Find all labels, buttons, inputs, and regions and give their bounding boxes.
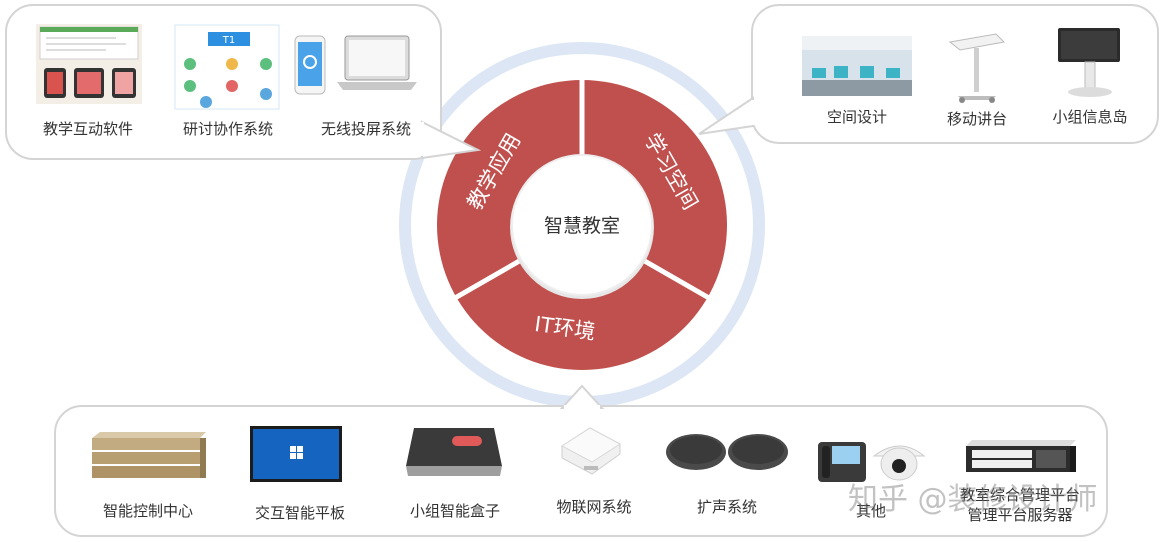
group-box-image [406, 428, 502, 476]
management-server-image [966, 440, 1076, 472]
interactive-panel-image [250, 426, 342, 482]
item-interactive-panel: 交互智能平板 [240, 424, 360, 524]
group-island-image [1058, 28, 1120, 97]
collaboration-badge: T1 [222, 35, 235, 46]
hub-circle [511, 154, 653, 296]
control-center-image [92, 432, 206, 478]
audio-system-image [666, 434, 788, 470]
item-label: 空间设计 [826, 108, 887, 126]
item-others: 其他 [812, 424, 930, 524]
item-control-center: 智能控制中心 [84, 424, 212, 524]
item-collaboration-system: T1 研讨协作系统 [168, 22, 288, 140]
space-design-image [802, 36, 912, 96]
item-label: 智能控制中心 [102, 502, 193, 520]
item-audio-system: 扩声系统 [662, 420, 792, 520]
item-label: 管理平台服务器 [967, 506, 1073, 524]
item-label: 小组智能盒子 [409, 502, 500, 520]
item-management-server: 教室综合管理平台 管理平台服务器 [950, 424, 1090, 528]
mobile-podium-image [948, 33, 1006, 103]
item-label: 移动讲台 [946, 110, 1007, 128]
item-label: 教学互动软件 [42, 120, 133, 138]
item-label: 其他 [855, 502, 886, 520]
item-group-box: 小组智能盒子 [396, 424, 514, 524]
item-wireless-projection: 无线投屏系统 [294, 22, 427, 140]
item-label: 小组信息岛 [1052, 108, 1128, 126]
teaching-software-image [36, 24, 142, 104]
item-teaching-software: 教学互动软件 [28, 22, 148, 140]
item-label: 无线投屏系统 [320, 120, 411, 138]
panel-it-environment [54, 405, 1108, 537]
wireless-projection-image [294, 35, 417, 95]
item-mobile-podium: 移动讲台 [934, 30, 1020, 130]
item-label: 教室综合管理平台 [959, 486, 1080, 504]
item-iot-system: 物联网系统 [544, 420, 644, 520]
item-label: 研讨协作系统 [182, 120, 273, 138]
iot-system-image [561, 427, 621, 475]
item-space-design: 空间设计 [800, 30, 914, 130]
item-label: 交互智能平板 [254, 504, 345, 522]
callout-pointer-bottom [560, 384, 604, 409]
others-image [818, 442, 926, 482]
item-label: 扩声系统 [696, 498, 757, 516]
hub-label: 智慧教室 [544, 215, 620, 237]
item-label: 物联网系统 [556, 498, 632, 516]
callout-pointer-right [698, 96, 755, 135]
watermark-text: 知乎 @装修设计师 [848, 482, 1098, 517]
collaboration-system-image: T1 [174, 24, 280, 110]
callout-pointer-left [420, 120, 482, 160]
item-group-island: 小组信息岛 [1040, 26, 1140, 130]
